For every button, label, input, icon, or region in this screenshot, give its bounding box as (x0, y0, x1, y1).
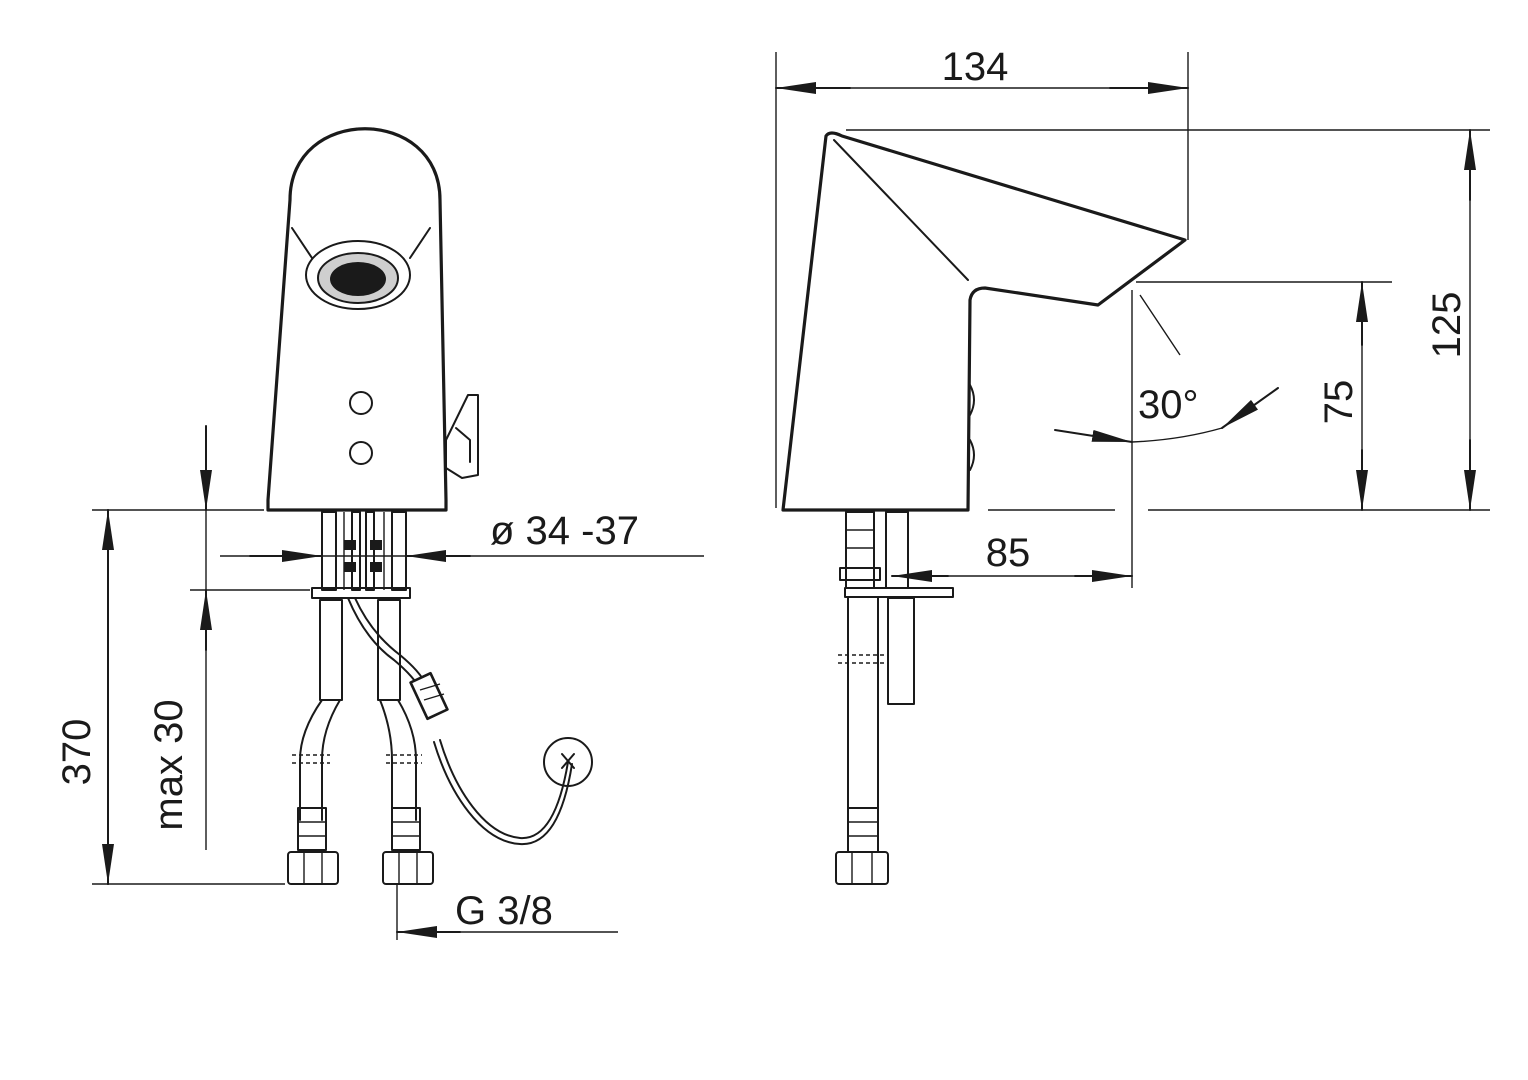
dim-overall-height-label: 370 (55, 719, 99, 786)
hex-nut-icon (287, 851, 339, 885)
sensor-dot-icon (349, 441, 373, 465)
dim-hole-diameter-label: ø 34 -37 (490, 509, 639, 553)
front-faucet-body (266, 127, 448, 512)
side-lever-icon (445, 394, 479, 479)
hex-nut-icon (382, 851, 434, 885)
battery-cap-icon (543, 737, 593, 787)
mounting-shank (311, 511, 411, 599)
hex-nut-icon (835, 851, 889, 885)
sensor-cable (347, 597, 593, 846)
dim-body-height-label: 125 (1425, 292, 1469, 359)
dim-body-length-label: 134 (942, 45, 1009, 89)
side-faucet-body (781, 131, 1187, 512)
dim-spout-height-label: 75 (1317, 380, 1361, 425)
supply-hoses (292, 599, 422, 851)
dim-deck-thickness-label: max 30 (147, 699, 191, 830)
side-view: 134 125 75 85 30° (775, 45, 1490, 885)
dim-sensor-angle-label: 30° (1138, 383, 1199, 427)
dim-spout-reach-label: 85 (986, 531, 1031, 575)
aerator-icon (305, 240, 411, 310)
sensor-dot-icon (349, 391, 373, 415)
front-view: 370 max 30 ø 34 -37 G 3/8 (55, 127, 704, 940)
dim-connection-thread-label: G 3/8 (455, 889, 553, 933)
side-shank (838, 511, 954, 853)
